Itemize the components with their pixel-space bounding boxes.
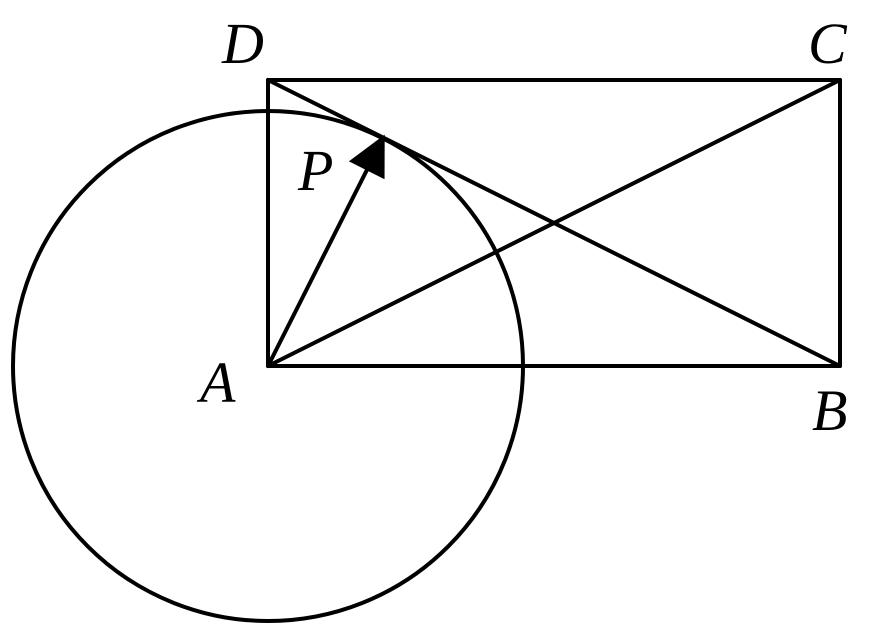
rectangle-abcd <box>266 78 842 368</box>
label-a: A <box>196 350 236 415</box>
label-b: B <box>812 378 847 443</box>
label-d: D <box>221 11 264 76</box>
diagonal-db <box>266 78 842 368</box>
label-p: P <box>297 138 333 203</box>
label-c: C <box>808 11 848 76</box>
vector-ap-arrow <box>266 134 385 368</box>
